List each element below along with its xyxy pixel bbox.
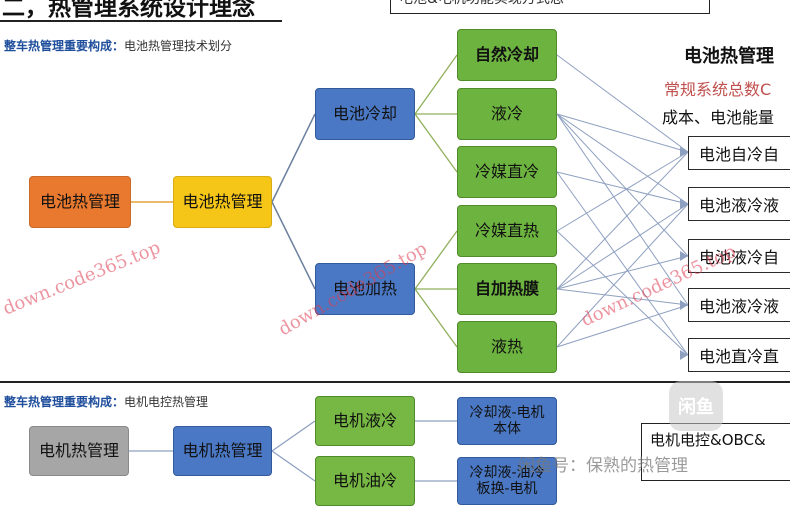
battery-thermal-node: 电池热管理	[173, 176, 272, 228]
battery-subtitle: 整车热管理重要构成：电池热管理技术划分	[4, 39, 233, 53]
header-bar: 二，热管理系统设计理念	[0, 0, 280, 20]
motor-thermal-node: 电机热管理	[173, 426, 272, 476]
method-refrigerant-heating: 冷媒直热	[457, 205, 557, 257]
right-panel-subtitle-1: 常规系统总数C	[664, 80, 772, 99]
motor-liquid-cooling: 电机液冷	[315, 396, 415, 446]
app-logo: 闲鱼	[669, 381, 723, 431]
target-motor-body: 冷却液-电机 本体	[457, 397, 557, 445]
page-title: 二，热管理系统设计理念	[2, 0, 255, 20]
motor-subtitle: 整车热管理重要构成：电机电控热管理	[4, 395, 209, 409]
account-watermark: 闲鱼号：保熟的热管理	[518, 456, 688, 476]
system-box-1: 电池自冷自	[688, 136, 790, 170]
battery-thermal-root: 电池热管理	[29, 176, 131, 228]
section-divider	[0, 381, 790, 383]
system-box-4: 电池液冷液	[688, 288, 790, 322]
motor-right-box: 电机电控&OBC&	[641, 423, 790, 481]
method-refrigerant-cooling: 冷媒直冷	[457, 146, 557, 198]
method-liquid-cooling: 液冷	[457, 88, 557, 140]
top-right-box: 电池&电机功能实现方式思	[390, 0, 710, 14]
target-oil-plate: 冷却液-油冷 板换-电机	[457, 457, 557, 505]
method-natural-cooling: 自然冷却	[457, 29, 557, 81]
system-box-5: 电池直冷直	[688, 338, 790, 372]
header-divider	[0, 20, 282, 22]
right-panel-title: 电池热管理	[684, 46, 774, 67]
system-box-3: 电池液冷自	[688, 239, 790, 273]
method-self-heating-film: 自加热膜	[457, 263, 557, 315]
motor-thermal-root: 电机热管理	[29, 426, 129, 476]
right-panel-subtitle-2: 成本、电池能量	[662, 108, 775, 127]
method-liquid-heating: 液热	[457, 321, 557, 373]
battery-cooling-node: 电池冷却	[315, 88, 415, 140]
system-box-2: 电池液冷液	[688, 187, 790, 221]
battery-heating-node: 电池加热	[315, 263, 415, 315]
motor-oil-cooling: 电机油冷	[315, 456, 415, 506]
